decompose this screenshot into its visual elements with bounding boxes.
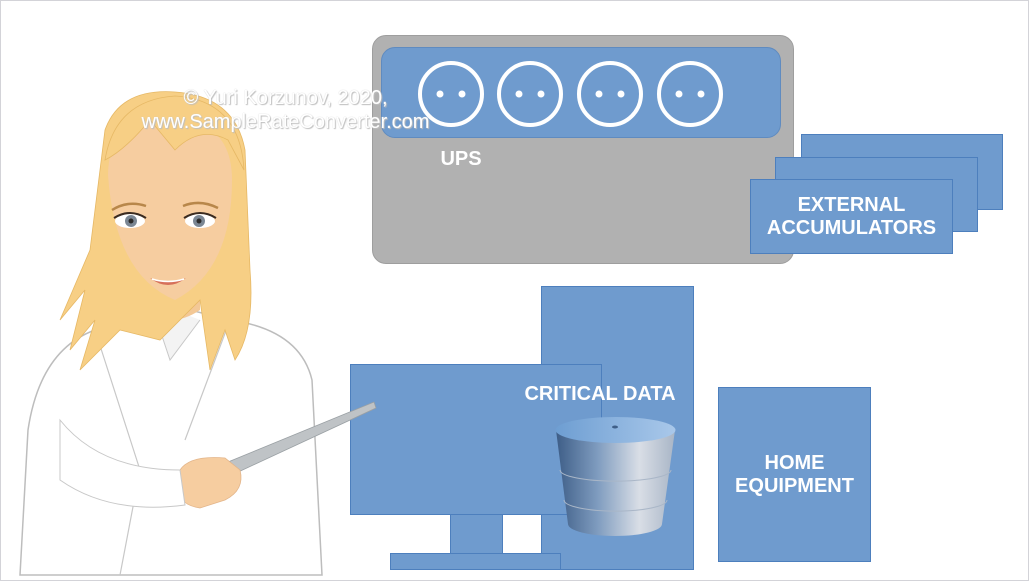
ups-label: UPS — [440, 148, 482, 170]
critical-data-label: CRITICAL DATA — [524, 383, 676, 405]
home-equipment-box — [718, 387, 871, 562]
home-equipment-label-line2: EQUIPMENT — [735, 475, 854, 497]
copyright-website: www.SampleRateConverter.com — [141, 111, 430, 133]
monitor-base — [390, 553, 561, 570]
accumulators-label: EXTERNAL ACCUMULATORS — [750, 194, 953, 240]
home-equipment-label-line1: HOME — [764, 452, 825, 474]
accumulator-box-front — [750, 179, 953, 254]
monitor-stand — [450, 514, 503, 556]
home-equipment-label: HOME EQUIPMENT — [718, 452, 871, 498]
copyright-line1: © Yuri Korzunov, 2020, — [183, 87, 388, 109]
accumulators-label-line1: EXTERNAL — [797, 194, 906, 216]
accumulators-label-line2: ACCUMULATORS — [766, 217, 937, 239]
